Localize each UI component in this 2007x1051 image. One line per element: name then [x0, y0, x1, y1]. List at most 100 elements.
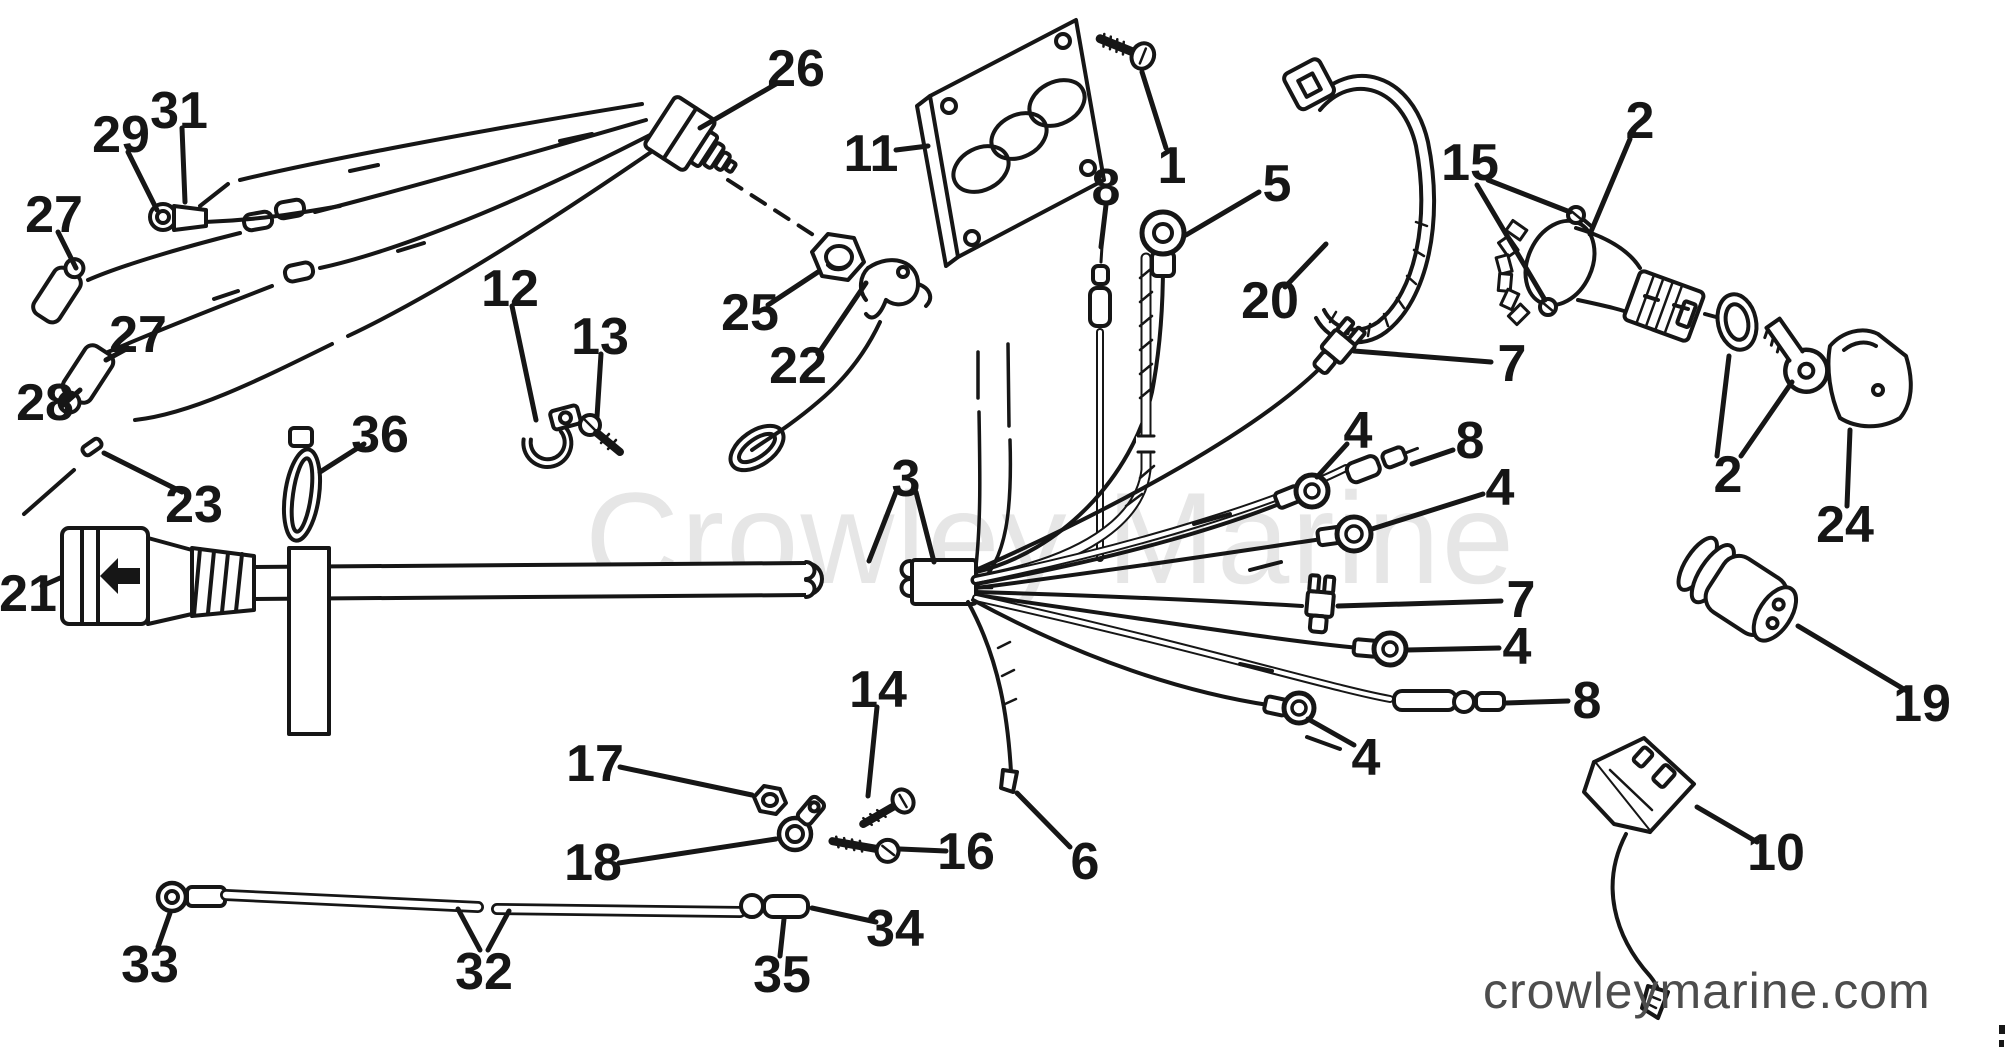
leader-line: [765, 269, 821, 308]
callout-number: 7: [1507, 571, 1536, 629]
callout-14: 14: [849, 661, 907, 799]
callout-17: 17: [566, 735, 755, 798]
callout-number: 23: [165, 476, 223, 534]
callout-number: 24: [1816, 496, 1874, 554]
main-harness-tube: [234, 560, 824, 601]
callout-13: 13: [571, 308, 629, 420]
callout-23: 23: [101, 450, 223, 534]
wire-8-upper: [1088, 244, 1112, 562]
callout-34: 34: [809, 900, 924, 958]
connector-21: [60, 526, 150, 626]
callout-number: 7: [1498, 335, 1527, 393]
leader-line: [1404, 645, 1502, 653]
leader-line: [897, 846, 949, 854]
callout-31: 31: [150, 82, 208, 205]
callout-25: 25: [721, 269, 821, 342]
sleeve-23: [80, 436, 104, 458]
leader-line: [1183, 189, 1262, 238]
leader-line: [617, 764, 755, 798]
leader-line: [815, 280, 869, 357]
callout-33: 33: [121, 910, 179, 994]
callout-number: 35: [753, 946, 811, 1004]
callout-number: 12: [481, 260, 539, 318]
choke-connector-10: [1582, 736, 1696, 1020]
screw-13: [578, 413, 624, 456]
spade-connector-7-top: [1312, 316, 1367, 375]
screw-16: [828, 835, 901, 864]
leader-line: [1474, 182, 1548, 303]
leader-line: [179, 125, 188, 205]
callout-11: 11: [844, 125, 931, 183]
callout-number: 17: [566, 735, 624, 793]
callout-22: 22: [769, 280, 869, 395]
leader-line: [893, 143, 931, 153]
callout-12: 12: [481, 260, 539, 423]
callout-number: 20: [1241, 272, 1299, 330]
callout-number: 15: [1441, 134, 1499, 192]
callout-8: 8: [1409, 412, 1484, 470]
callout-number: 22: [769, 337, 827, 395]
strap-20: [1282, 57, 1437, 345]
callout-7: 7: [1351, 335, 1527, 393]
callout-2: 2: [1587, 92, 1654, 237]
callout-number: 2: [1714, 446, 1743, 504]
callout-number: 5: [1263, 155, 1292, 213]
callout-number: 33: [121, 936, 179, 994]
callout-number: 18: [564, 834, 622, 892]
leader-line: [1335, 598, 1504, 609]
leader-line: [39, 575, 63, 589]
leader-line: [1694, 804, 1760, 845]
leader-line: [594, 351, 604, 420]
ignition-switch-2: [1494, 218, 1718, 343]
callout-number: 16: [937, 823, 995, 881]
callout-number: 11: [844, 125, 899, 183]
callout-10: 10: [1694, 804, 1805, 882]
leader-line: [1503, 698, 1571, 706]
callout-26: 26: [697, 40, 825, 131]
bullet-connector-8-mid: [1344, 445, 1419, 485]
boot-21: [146, 536, 256, 626]
cover-24: [1826, 328, 1913, 429]
leader-line: [913, 489, 937, 565]
leader-line: [1409, 447, 1456, 467]
callout-19: 19: [1795, 623, 1951, 733]
leader-line: [1305, 716, 1357, 748]
callout-4: 4: [1369, 459, 1515, 532]
leader-line: [1485, 177, 1573, 215]
callout-36: 36: [317, 406, 409, 475]
assembly-dash-26-25: [726, 178, 820, 240]
callout-number: 3: [892, 450, 921, 508]
nut-25: [810, 232, 866, 282]
callout-number: 1: [1158, 137, 1187, 195]
callout-5: 5: [1183, 155, 1292, 238]
callout-number: 4: [1344, 402, 1373, 460]
ring-nut-2: [1715, 292, 1759, 352]
leader-line: [1738, 379, 1795, 459]
callout-number: 13: [571, 308, 629, 366]
callout-number: 8: [1092, 159, 1121, 217]
callout-number: 32: [455, 943, 513, 1001]
callout-20: 20: [1241, 241, 1329, 330]
horn-switch-26: [643, 95, 738, 174]
bullet-connector-8-low: [1392, 689, 1506, 714]
key-2: [1763, 316, 1830, 394]
leader-line: [59, 387, 83, 409]
screws-15: [1538, 205, 1593, 317]
callout-2: 2: [1714, 353, 1795, 504]
leader-line: [317, 441, 367, 475]
callout-28: 28: [16, 374, 83, 432]
leader-line: [1314, 441, 1350, 480]
spade-connector-7-low: [1304, 573, 1337, 635]
screw-14: [859, 787, 916, 828]
leader-line: [865, 704, 880, 799]
callout-4: 4: [1305, 716, 1381, 787]
callout-number: 26: [767, 40, 825, 98]
callout-16: 16: [897, 823, 995, 881]
callout-18: 18: [564, 834, 779, 892]
clamp-12: [521, 403, 583, 469]
callout-number: 4: [1486, 459, 1515, 517]
callout-27: 27: [25, 186, 83, 271]
leader-line: [1139, 69, 1169, 151]
